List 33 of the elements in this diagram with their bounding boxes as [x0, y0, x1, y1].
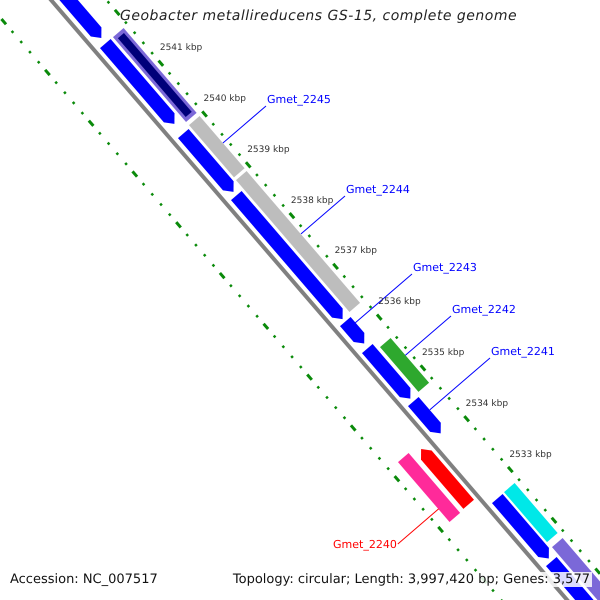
tick-label: 2540 kbp: [204, 94, 246, 104]
gene-label: Gmet_2242: [452, 303, 516, 316]
tick-label: 2536 kbp: [378, 297, 421, 308]
leader-line: [397, 508, 440, 544]
gene-feature: [178, 129, 234, 192]
gene-feature: [408, 396, 441, 434]
gene-label: Gmet_2240: [333, 538, 397, 551]
gene-label: Gmet_2241: [491, 345, 555, 358]
accession-label: Accession: NC_007517: [8, 572, 160, 587]
leader-line: [404, 316, 452, 356]
leader-line: [429, 358, 490, 410]
gene-feature: [492, 494, 548, 558]
tick-label: 2537 kbp: [334, 246, 377, 256]
gene-feature: [188, 116, 244, 178]
tick-label: 2539 kbp: [247, 144, 290, 155]
gene-label: Gmet_2243: [413, 261, 477, 274]
tick-label: 2535 kbp: [422, 348, 464, 358]
tick-label: 2541 kbp: [160, 43, 202, 54]
gene-feature: [398, 452, 460, 522]
leader-line: [300, 196, 346, 234]
gene-label: Gmet_2244: [346, 183, 410, 196]
tick-label: 2538 kbp: [290, 196, 334, 206]
gene-feature: [362, 344, 411, 398]
gene-feature: [340, 317, 364, 344]
leader-line: [222, 106, 266, 144]
gene-label: Gmet_2245: [267, 93, 331, 106]
gene-feature: [421, 448, 474, 509]
leader-line: [354, 274, 412, 324]
gene-feature: [504, 482, 558, 542]
tick-label: 2533 kbp: [509, 450, 552, 460]
genome-info-label: Topology: circular; Length: 3,997,420 bp; Genes: 3,577: [230, 572, 592, 587]
tick-label: 2534 kbp: [466, 398, 508, 409]
title: Geobacter metallireducens GS-15, complete genome: [120, 8, 518, 24]
